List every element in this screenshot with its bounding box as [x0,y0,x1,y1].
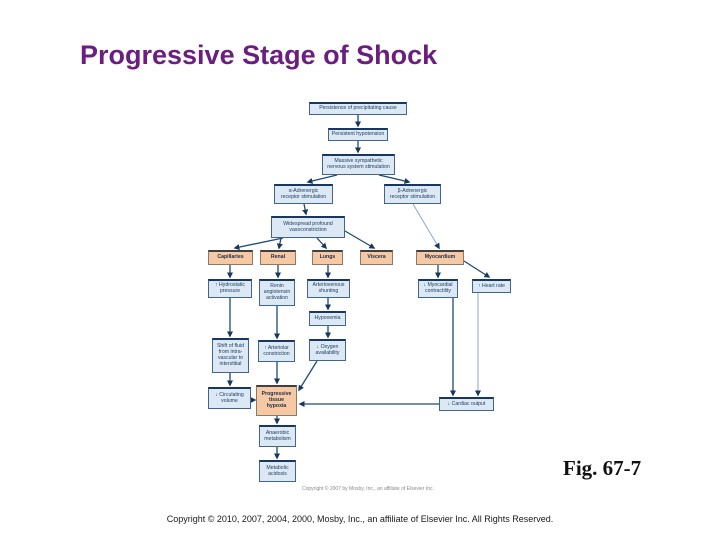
flow-node-vasoconstriction: Widespread profound vasoconstriction [271,216,345,238]
flow-edge-vasoconstriction-to-viscera [344,230,376,249]
flow-node-arteriolar-constriction: ↑ Arteriolar constriction [258,340,295,362]
page-title: Progressive Stage of Shock [80,40,438,70]
flow-node-myocardium: Myocardium [416,250,464,265]
flow-node-hypotension: Persistent hypotension [328,128,388,141]
flow-edge-oxygen-availability-to-tissue-hypoxia [298,360,318,392]
flow-node-metabolic-acidosis: Metabolic acidosis [259,460,296,482]
flow-node-lungs: Lungs [312,250,343,265]
flow-node-oxygen-availability: ↓ Oxygen availability [309,339,346,361]
flow-edge-massive-sns-to-beta-adrenergic [378,174,411,184]
flow-node-renal: Renal [260,250,296,265]
flow-edge-massive-sns-to-alpha-adrenergic [306,174,338,184]
flow-node-alpha-adrenergic: α-Adrenergic receptor stimulation [274,184,333,204]
flow-node-capillaries: Capillaries [208,250,253,265]
figure-number-label: Fig. 67-7 [563,456,642,480]
flow-edge-vasoconstriction-to-capillaries [233,237,284,251]
flow-edge-vasoconstriction-to-lungs [316,237,328,250]
flow-node-viscera: Viscera [360,250,393,265]
flow-node-myocardial-contractility: ↓ Myocardial contractility [418,279,458,298]
flow-edge-beta-adrenergic-to-myocardium [412,203,440,250]
flow-node-tissue-hypoxia: Progressive tissue hypoxia [256,385,297,416]
flow-edge-alpha-adrenergic-to-vasoconstriction [302,203,309,216]
flow-node-circulating-volume: ↓ Circulating volume [208,387,251,409]
flow-node-renin-angiotensin: Renin angiotensin activation [259,279,295,306]
flow-node-fluid-shift: Shift of fluid from intra- vascular to i… [212,338,249,373]
flow-node-hydrostatic-pressure: ↑ Hydrostatic pressure [208,279,252,298]
flow-edge-myocardium-to-heart-rate [463,260,491,278]
footer-copyright-text: Copyright © 2010, 2007, 2004, 2000, Mosb… [166,514,554,524]
flow-node-anaerobic-metabolism: Anaerobic metabolism [259,425,296,447]
flow-node-av-shunting: Arteriovenous shunting [307,279,350,298]
diagram-copyright-text: Copyright © 2007 by Mosby, Inc., an affi… [302,486,434,492]
flow-node-heart-rate: ↑ Heart rate [472,279,511,293]
flow-node-massive-sns: Massive sympathetic nervous system stimu… [322,154,395,175]
flow-node-persistence: Persistence of precipitating cause [309,102,407,115]
flow-edge-vasoconstriction-to-renal [276,237,283,250]
flow-node-beta-adrenergic: β-Adrenergic receptor stimulation [384,184,441,204]
flow-node-hypoxemia: Hypoxemia [309,311,346,326]
flow-node-cardiac-output: ↓ Cardiac output [439,397,494,411]
